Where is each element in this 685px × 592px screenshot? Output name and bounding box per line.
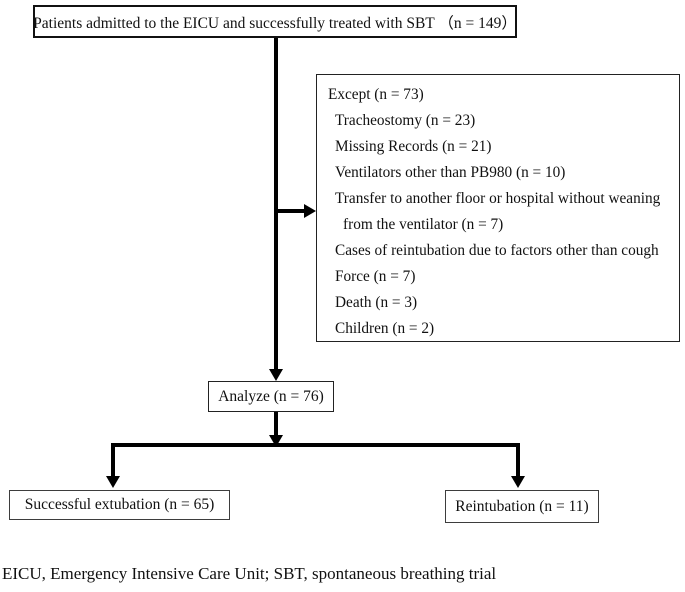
arrow-to-except-shaft: [277, 209, 306, 213]
except-item-children: Children (n = 2): [335, 320, 435, 337]
except-item-transfer-line1: Transfer to another floor or hospital wi…: [335, 190, 661, 207]
arrow-branch-to-reintubation-shaft: [516, 443, 520, 477]
except-title: Except (n = 73): [328, 86, 424, 103]
arrow-branch-to-success-shaft: [111, 443, 115, 477]
analyze-box: Analyze (n = 76): [208, 381, 334, 412]
successful-extubation-label: Successful extubation (n = 65): [24, 496, 215, 513]
arrow-patients-to-analyze-head-icon: [269, 369, 283, 381]
arrow-patients-to-analyze-shaft: [274, 38, 278, 371]
arrow-branch-to-reintubation-head-icon: [511, 476, 525, 488]
except-item-ventilators: Ventilators other than PB980 (n = 10): [335, 164, 566, 181]
reintubation-label: Reintubation (n = 11): [455, 497, 589, 515]
reintubation-box: Reintubation (n = 11): [445, 490, 599, 523]
branch-line: [111, 443, 520, 447]
except-item-force: Force (n = 7): [335, 268, 416, 285]
except-item-transfer-line2: from the ventilator (n = 7): [343, 216, 504, 233]
except-item-reintubation-cases: Cases of reintubation due to factors oth…: [335, 242, 659, 259]
arrow-branch-to-success-head-icon: [106, 476, 120, 488]
except-item-missing-records: Missing Records (n = 21): [335, 138, 492, 155]
except-item-tracheostomy: Tracheostomy (n = 23): [335, 112, 476, 129]
arrow-analyze-to-branch-shaft: [274, 412, 278, 436]
arrow-to-except-head-icon: [304, 204, 316, 218]
abbreviation-footnote: EICU, Emergency Intensive Care Unit; SBT…: [2, 564, 497, 583]
patients-admitted-box: Patients admitted to the EICU and succes…: [33, 5, 517, 38]
analyze-label: Analyze (n = 76): [218, 387, 324, 405]
patients-admitted-label: Patients admitted to the EICU and succes…: [33, 14, 517, 32]
successful-extubation-box: Successful extubation (n = 65): [9, 490, 230, 520]
except-box: Except (n = 73) Tracheostomy (n = 23) Mi…: [316, 74, 680, 342]
except-item-death: Death (n = 3): [335, 294, 418, 311]
